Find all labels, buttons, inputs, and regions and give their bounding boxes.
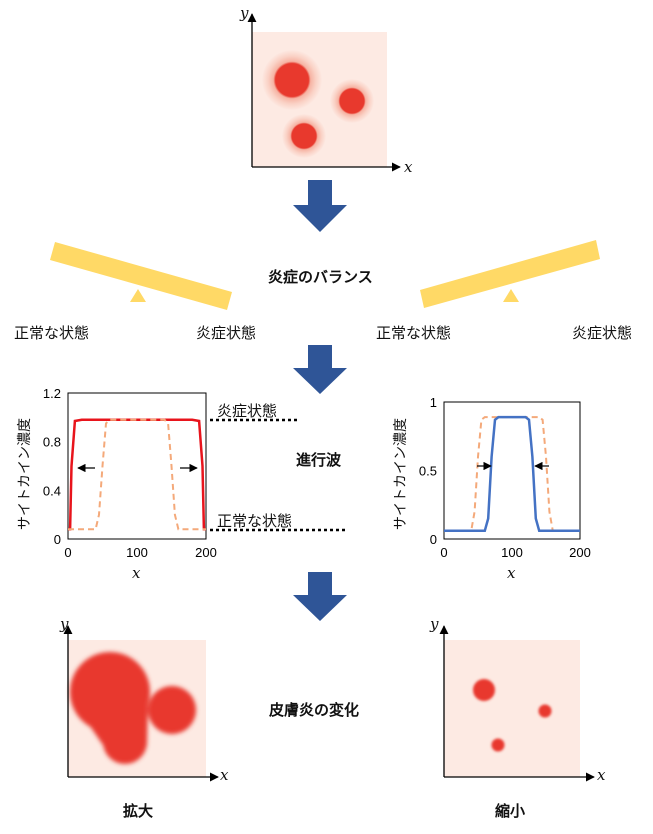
y-tick-label: 0.8 [43, 435, 61, 450]
chart2-xlabel: x [507, 564, 516, 582]
fulcrum-right [503, 289, 519, 302]
y-tick-label: 1 [430, 395, 437, 410]
balance-right-inflamed: 炎症状態 [572, 324, 633, 342]
shrink-x-label: x [597, 766, 606, 784]
x-tick-label: 200 [569, 545, 591, 560]
wave-title: 進行波 [296, 451, 342, 469]
expand-label: 拡大 [123, 802, 154, 820]
x-tick-label: 0 [64, 545, 71, 560]
balance-left-inflamed: 炎症状態 [196, 324, 257, 342]
y-tick-label: 0.5 [419, 464, 437, 479]
top-panel [247, 13, 401, 172]
x-tick-label: 100 [501, 545, 523, 560]
fulcrum-left [130, 289, 146, 302]
normal-level-label: 正常な状態 [217, 512, 293, 530]
bottom-right-panel [439, 625, 595, 782]
down-arrow-1 [293, 180, 347, 232]
chart2-frame [443, 401, 581, 540]
shrunk-spot-1 [473, 679, 495, 701]
chart1-xlabel: x [132, 564, 141, 582]
expand-y-label: y [60, 615, 69, 633]
x-tick-label: 200 [195, 545, 217, 560]
bottom-left-panel [63, 625, 219, 782]
balance-left-normal: 正常な状態 [14, 324, 90, 342]
wave-chart-left: 0 100 200 0 0.4 0.8 1.2 [43, 386, 348, 560]
shrink-label: 縮小 [495, 802, 526, 820]
chart1-frame [67, 392, 207, 540]
beam-left [50, 242, 232, 310]
shrunk-spot-2 [538, 704, 552, 718]
shrink-panel-background [444, 640, 580, 777]
chart2-ylabel: サイトカイン濃度 [393, 418, 409, 530]
y-tick-label: 0.4 [43, 483, 61, 498]
chart2-series-dashed [444, 416, 580, 532]
balance-title: 炎症のバランス [268, 268, 373, 286]
shrink-y-label: y [430, 615, 439, 633]
top-y-label: y [240, 4, 249, 22]
chart1-series-solid [68, 418, 206, 531]
balance-left [50, 242, 232, 310]
inflamed-level-label: 炎症状態 [217, 402, 278, 420]
chart1-series-dashed [68, 418, 206, 531]
shrunk-spot-3 [491, 738, 505, 752]
top-x-label: x [404, 158, 413, 176]
down-arrow-2 [293, 345, 347, 394]
y-tick-label: 0 [54, 532, 61, 547]
result-title: 皮膚炎の変化 [269, 701, 360, 719]
top-spot-bottom [282, 114, 326, 158]
balance-right [420, 240, 600, 308]
wave-chart-right: 0 100 200 0 0.5 1 [419, 395, 591, 560]
beam-right [420, 240, 600, 308]
balance-right-normal: 正常な状態 [376, 324, 452, 342]
y-tick-label: 0 [430, 532, 437, 547]
x-tick-label: 100 [126, 545, 148, 560]
chart2-series-solid [444, 415, 580, 533]
top-spot-right [330, 79, 374, 123]
expand-x-label: x [220, 766, 229, 784]
chart1-ylabel: サイトカイン濃度 [17, 418, 33, 530]
x-tick-label: 0 [440, 545, 447, 560]
expanded-lesion [70, 652, 196, 764]
down-arrow-3 [293, 572, 347, 621]
top-spot-large [262, 50, 322, 110]
y-tick-label: 1.2 [43, 386, 61, 401]
